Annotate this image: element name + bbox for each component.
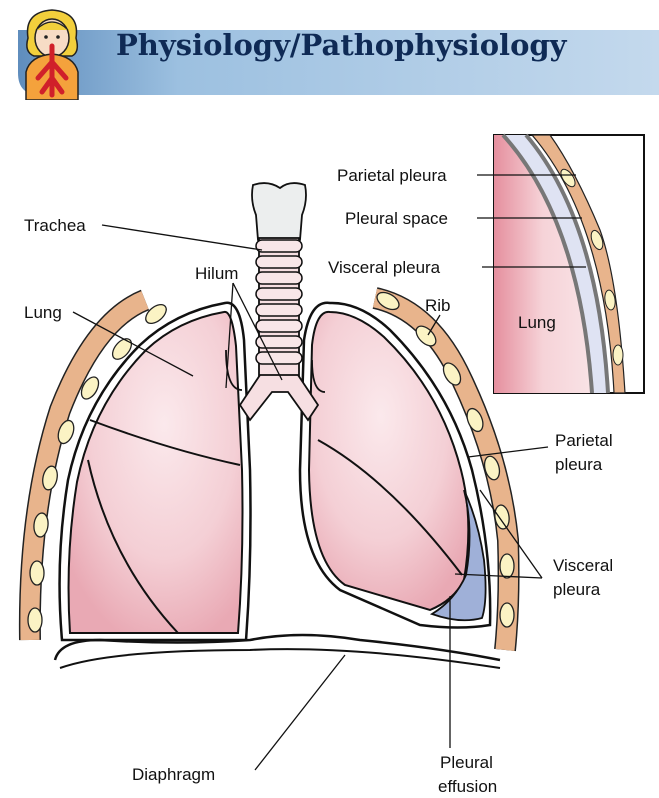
inset-pleural-space-label: Pleural space <box>345 209 448 228</box>
visceral-pleura-label-line1: Visceral <box>553 556 613 575</box>
hilum-label: Hilum <box>195 264 238 283</box>
inset-lung-label: Lung <box>518 313 556 332</box>
pleura-inset <box>494 135 644 393</box>
diaphragm-label: Diaphragm <box>132 765 215 784</box>
parietal-pleura-label-line1: Parietal <box>555 431 613 450</box>
visceral-pleura-label-line2: pleura <box>553 580 601 599</box>
effusion-label-line1: Pleural <box>440 753 493 772</box>
parietal-pleura-label-line2: pleura <box>555 455 603 474</box>
effusion-label-line2: effusion <box>438 777 497 796</box>
inset-parietal-pleura-label: Parietal pleura <box>337 166 447 185</box>
trachea-label: Trachea <box>24 216 86 235</box>
lung-label: Lung <box>24 303 62 322</box>
inset-visceral-pleura-label: Visceral pleura <box>328 258 441 277</box>
rib-label: Rib <box>425 296 451 315</box>
